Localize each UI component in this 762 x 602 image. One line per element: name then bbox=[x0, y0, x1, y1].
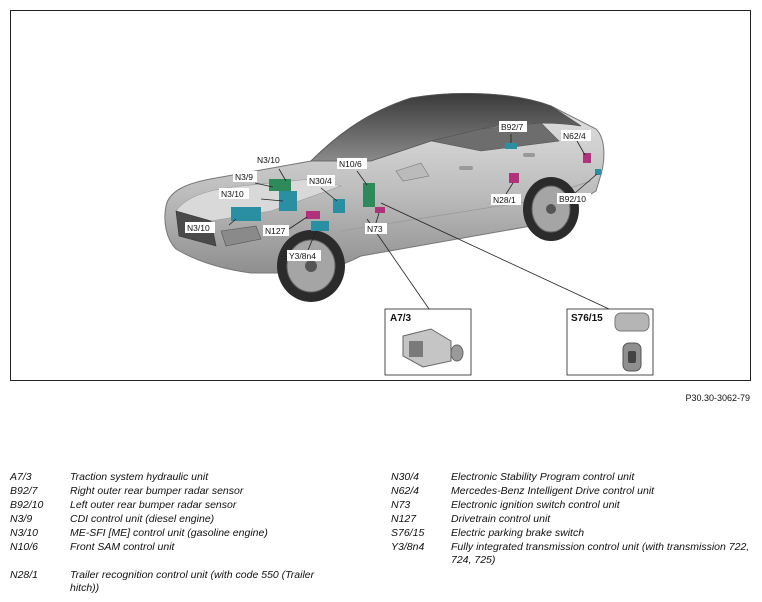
svg-text:N3/10: N3/10 bbox=[187, 223, 210, 233]
callout-n3-10-top: N3/10 bbox=[255, 154, 285, 165]
svg-text:N30/4: N30/4 bbox=[309, 176, 332, 186]
callout-n10-6: N10/6 bbox=[337, 158, 367, 169]
svg-text:S76/15: S76/15 bbox=[571, 313, 603, 324]
rear-wheel bbox=[523, 177, 579, 241]
inset-s76-15: S76/15 bbox=[566, 308, 654, 376]
component-b92-7 bbox=[505, 143, 517, 149]
svg-text:N3/10: N3/10 bbox=[257, 155, 280, 165]
component-n10-6 bbox=[363, 183, 375, 207]
svg-text:N127: N127 bbox=[265, 226, 286, 236]
svg-text:N28/1: N28/1 bbox=[493, 195, 516, 205]
callout-n3-9: N3/9 bbox=[233, 171, 257, 182]
callout-n3-10-front: N3/10 bbox=[185, 222, 215, 233]
callout-n30-4: N30/4 bbox=[307, 175, 335, 186]
figure-reference: P30.30-3062-79 bbox=[685, 393, 750, 403]
svg-text:Y3/8n4: Y3/8n4 bbox=[289, 251, 316, 261]
component-n3-10-front bbox=[231, 207, 261, 221]
callout-n28-1: N28/1 bbox=[491, 194, 521, 205]
front-wheel bbox=[277, 230, 345, 302]
callout-n73: N73 bbox=[365, 223, 387, 234]
svg-text:B92/10: B92/10 bbox=[559, 194, 586, 204]
component-n127 bbox=[306, 211, 320, 219]
vehicle-diagram: N3/10 N3/9 N3/10 N3/10 N127 Y3/8n4 N30/4… bbox=[10, 10, 751, 381]
callout-n127: N127 bbox=[263, 225, 289, 236]
car-illustration: N3/10 N3/9 N3/10 N3/10 N127 Y3/8n4 N30/4… bbox=[164, 92, 654, 376]
callout-y3-8n4: Y3/8n4 bbox=[287, 250, 321, 261]
component-n30-4 bbox=[333, 199, 345, 213]
components bbox=[231, 143, 601, 231]
component-b92-10 bbox=[595, 169, 601, 175]
callout-b92-10: B92/10 bbox=[557, 193, 591, 204]
inset-a7-3: A7/3 bbox=[384, 308, 472, 376]
svg-text:N3/10: N3/10 bbox=[221, 189, 244, 199]
callouts: N3/10 N3/9 N3/10 N3/10 N127 Y3/8n4 N30/4… bbox=[185, 121, 591, 261]
component-y3-8n4 bbox=[311, 221, 329, 231]
svg-text:N73: N73 bbox=[367, 224, 383, 234]
svg-text:N3/9: N3/9 bbox=[235, 172, 253, 182]
callout-n62-4: N62/4 bbox=[561, 130, 591, 141]
component-n3-10-upper bbox=[279, 191, 297, 211]
svg-text:N10/6: N10/6 bbox=[339, 159, 362, 169]
svg-text:A7/3: A7/3 bbox=[390, 313, 412, 324]
svg-text:B92/7: B92/7 bbox=[501, 122, 523, 132]
callout-n3-10-mid: N3/10 bbox=[219, 188, 249, 199]
component-n3-9 bbox=[269, 179, 291, 191]
component-n28-1 bbox=[509, 173, 519, 183]
callout-b92-7: B92/7 bbox=[499, 121, 527, 132]
svg-text:N62/4: N62/4 bbox=[563, 131, 586, 141]
component-n73 bbox=[375, 207, 385, 213]
component-n62-4 bbox=[583, 153, 591, 163]
